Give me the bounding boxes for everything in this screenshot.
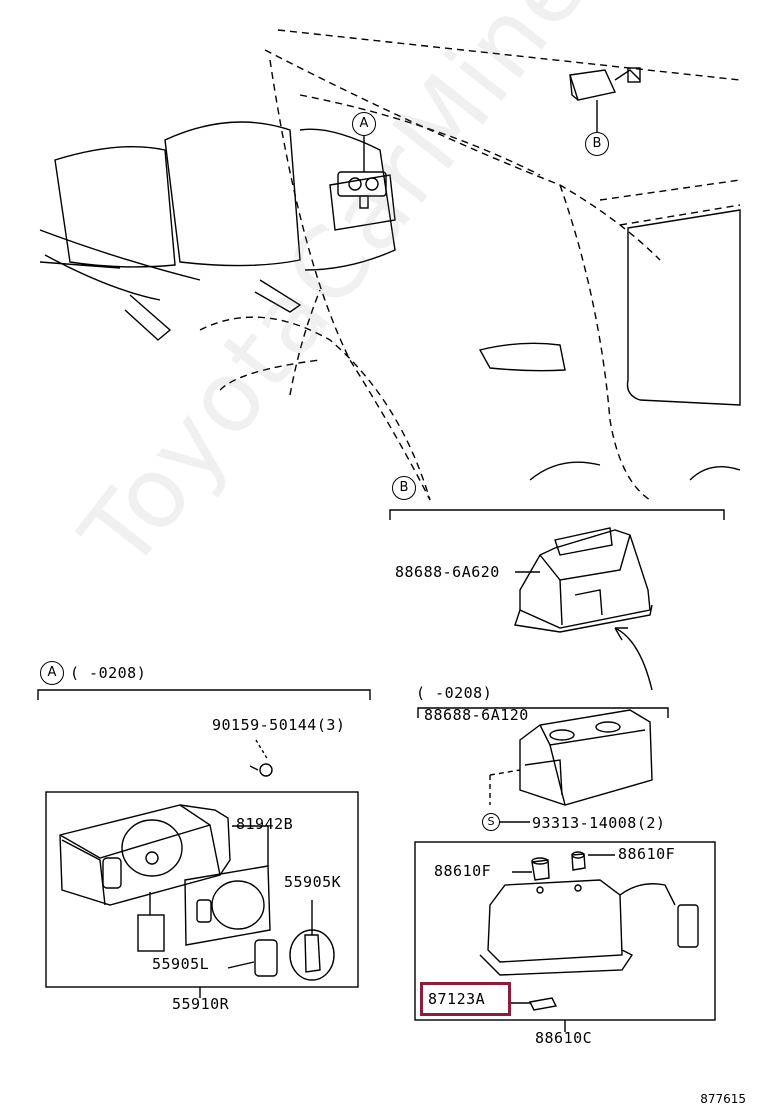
bracket-88688-6a120 [519, 709, 653, 806]
section-b-range: ( -0208) [416, 684, 493, 702]
bulb-right [571, 851, 586, 871]
bulb-left [531, 857, 550, 881]
part-55905k[interactable]: 55905K [284, 873, 342, 891]
screw-90159 [249, 763, 273, 777]
lamp-88610c [479, 879, 699, 976]
part-87123a[interactable]: 87123A [428, 990, 486, 1008]
part-55905l[interactable]: 55905L [152, 955, 210, 973]
part-90159-50144[interactable]: 90159-50144(3) [212, 716, 346, 734]
callout-b-section: B [392, 476, 416, 500]
part-88610c[interactable]: 88610C [535, 1029, 593, 1047]
map-lamp-small [337, 171, 387, 209]
dome-lamp-small [569, 67, 641, 101]
knob-55905k [289, 900, 335, 981]
lens-clip [528, 997, 558, 1011]
section-a-range: ( -0208) [70, 664, 147, 682]
part-88610f-left[interactable]: 88610F [434, 862, 492, 880]
part-88610f-right[interactable]: 88610F [618, 845, 676, 863]
lamp-55910r [59, 804, 231, 952]
rear-window [626, 209, 741, 406]
knob-55905l [254, 939, 278, 977]
assembly-arrow [614, 627, 653, 691]
part-88688-6a120[interactable]: 88688-6A120 [424, 706, 529, 724]
part-88688-6a620[interactable]: 88688-6A620 [395, 563, 500, 581]
callout-b-top: B [585, 132, 609, 156]
vehicle-body-outline [199, 29, 741, 501]
panel-81942b [184, 865, 271, 946]
highlight-box [420, 982, 511, 1016]
callout-a-section: A [40, 661, 64, 685]
bracket-88688-6a620 [514, 527, 653, 633]
part-81942b[interactable]: 81942B [236, 815, 294, 833]
part-93313-14008[interactable]: 93313-14008(2) [532, 814, 666, 832]
part-55910r[interactable]: 55910R [172, 995, 230, 1013]
callout-a-top: A [352, 112, 376, 136]
diagram-id: 877615 [700, 1092, 746, 1106]
s-symbol: S [482, 813, 500, 831]
seat-outline [39, 121, 396, 341]
